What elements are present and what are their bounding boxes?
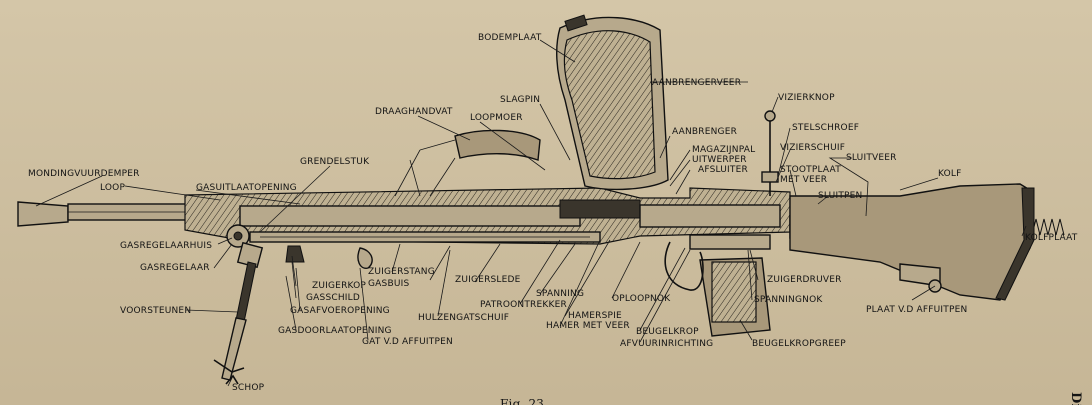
label-zuigerdruver: ZUIGERDRUVER	[767, 275, 842, 285]
sight-knob	[764, 110, 776, 122]
label-beugelkrop: BEUGELKROP	[636, 327, 699, 337]
label-gasafvoeropening: GASAFVOEROPENING	[290, 306, 390, 316]
label-gat-affuitpen: GAT V.D AFFUITPEN	[362, 337, 453, 347]
label-spanning: SPANNING	[536, 289, 584, 299]
label-aanbrengerveer: AANBRENGERVEER	[652, 78, 741, 88]
label-afvuurinrichting: AFVUURINRICHTING	[620, 339, 713, 349]
label-schop: SCHOP	[232, 383, 265, 393]
butt-plate	[995, 187, 1035, 301]
label-bodemplaat: BODEMPLAAT	[478, 33, 542, 43]
label-aanbrenger: AANBRENGER	[672, 127, 737, 137]
label-zuigerkop: ZUIGERKOP	[312, 281, 366, 291]
trigger-guard	[664, 241, 704, 291]
label-gasdoorlaatopening: GASDOORLAATOPENING	[278, 326, 392, 336]
label-met-veer: MET VEER	[780, 175, 827, 185]
label-voorsteunen: VOORSTEUNEN	[120, 306, 191, 316]
label-patroontrekker: PATROONTREKKER	[480, 300, 567, 310]
label-hamerspie: HAMERSPIE	[568, 311, 622, 321]
label-kolfplaat: KOLFPLAAT	[1025, 233, 1078, 243]
label-vizierknop: VIZIERKNOP	[778, 93, 835, 103]
label-uitwerper: UITWERPER	[692, 155, 747, 165]
label-vizierschuif: VIZIERSCHUIF	[780, 143, 845, 153]
label-mondingvuurdemper: MONDINGVUURDEMPER	[28, 169, 140, 179]
label-gasregelaarhuis: GASREGELAARHUIS	[120, 241, 212, 251]
label-zuigerslede: ZUIGERSLEDE	[455, 275, 521, 285]
label-plaat-affuitpen: PLAAT V.D AFFUITPEN	[866, 305, 967, 315]
leader-lines	[35, 39, 1027, 387]
label-sluitpen: SLUITPEN	[818, 191, 862, 201]
page-edge-text: Di	[1068, 392, 1083, 405]
label-slagpin: SLAGPIN	[500, 95, 540, 105]
label-gasuitlaatopening: GASUITLAATOPENING	[196, 183, 297, 193]
label-loop: LOOP	[100, 183, 125, 193]
label-grendelstuk: GRENDELSTUK	[300, 157, 370, 167]
label-magazijnpal: MAGAZIJNPAL	[692, 145, 755, 155]
label-sluitveer: SLUITVEER	[846, 153, 897, 163]
label-draaghandvat: DRAAGHANDVAT	[375, 107, 453, 117]
label-loopmoer: LOOPMOER	[470, 113, 523, 123]
label-oploopnok: OPLOOPNOK	[612, 294, 671, 304]
label-gasbuis: GASBUIS	[368, 279, 409, 289]
labels: BODEMPLAAT AANBRENGERVEER SLAGPIN LOOPMO…	[28, 33, 1078, 393]
label-kolf: KOLF	[938, 169, 962, 179]
label-spanningnok: SPANNINGNOK	[754, 295, 823, 305]
carrying-handle	[454, 129, 541, 161]
label-beugelkropgreep: BEUGELKROPGREEP	[752, 339, 846, 349]
figure-caption: Fig. 23	[500, 397, 544, 405]
label-stootplaat: STOOTPLAAT	[780, 165, 841, 175]
label-hulzengatschuif: HULZENGATSCHUIF	[418, 313, 509, 323]
label-gasschild: GASSCHILD	[306, 293, 360, 303]
label-stelschroef: STELSCHROEF	[792, 123, 859, 133]
gun-drawing	[17, 14, 1065, 385]
label-gasregelaar: GASREGELAAR	[140, 263, 210, 273]
label-zuigerstang: ZUIGERSTANG	[368, 267, 435, 277]
label-afsluiter: AFSLUITER	[698, 165, 748, 175]
flash-hider	[17, 201, 69, 227]
label-hamer-met-veer: HAMER MET VEER	[546, 321, 630, 331]
bipod	[213, 241, 264, 385]
